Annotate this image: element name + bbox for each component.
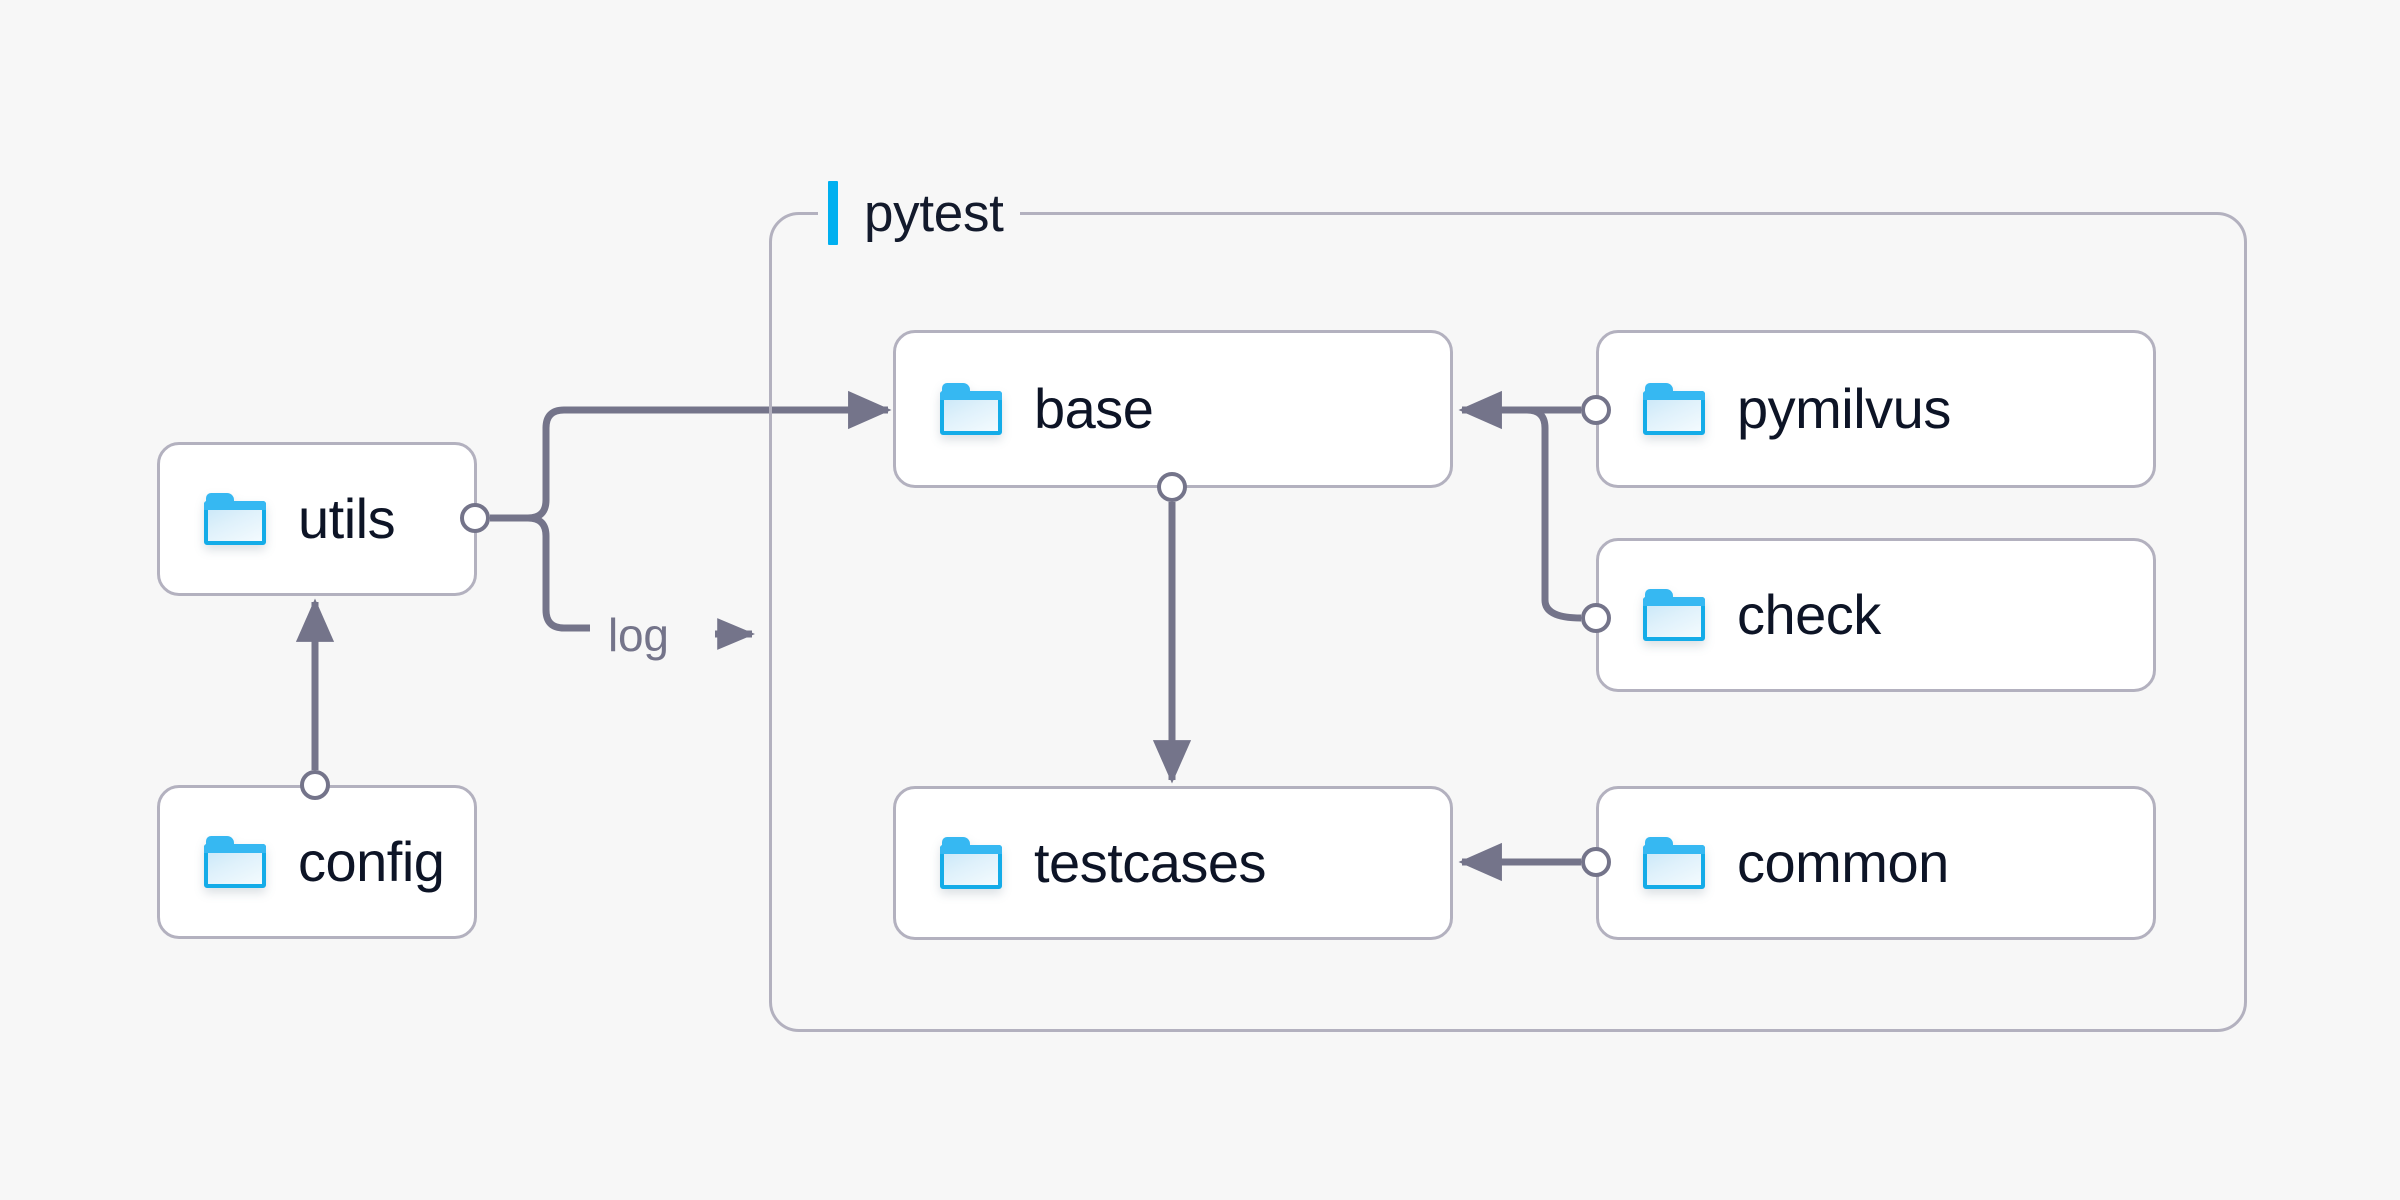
folder-icon: [1643, 383, 1705, 435]
pytest-group-container: [769, 212, 2247, 1032]
connector-dot-utils-right[interactable]: [460, 503, 490, 533]
connector-dot-pymilvus-left[interactable]: [1581, 395, 1611, 425]
pytest-accent-bar: [828, 181, 838, 245]
node-label-base: base: [1034, 377, 1154, 440]
node-common[interactable]: common: [1596, 786, 2156, 940]
pytest-group-title: pytest: [864, 183, 1004, 243]
node-pymilvus[interactable]: pymilvus: [1596, 330, 2156, 488]
connector-dot-common-left[interactable]: [1581, 847, 1611, 877]
node-label-config: config: [298, 830, 445, 893]
folder-icon: [204, 493, 266, 545]
node-label-pymilvus: pymilvus: [1737, 377, 1951, 440]
edge-label-log: log: [608, 609, 669, 661]
node-config[interactable]: config: [157, 785, 477, 939]
connector-dot-config-top[interactable]: [300, 770, 330, 800]
node-check[interactable]: check: [1596, 538, 2156, 692]
folder-icon: [940, 837, 1002, 889]
edge-utils-log: [490, 514, 590, 632]
folder-icon: [204, 836, 266, 888]
node-testcases[interactable]: testcases: [893, 786, 1453, 940]
folder-icon: [1643, 589, 1705, 641]
node-label-testcases: testcases: [1034, 831, 1267, 894]
node-label-common: common: [1737, 831, 1949, 894]
connector-dot-base-bottom[interactable]: [1157, 472, 1187, 502]
node-utils[interactable]: utils: [157, 442, 477, 596]
pytest-group-label: pytest: [818, 180, 1020, 246]
node-label-utils: utils: [298, 487, 396, 550]
node-label-check: check: [1737, 583, 1881, 646]
node-base[interactable]: base: [893, 330, 1453, 488]
folder-icon: [940, 383, 1002, 435]
connector-dot-check-left[interactable]: [1581, 603, 1611, 633]
folder-icon: [1643, 837, 1705, 889]
